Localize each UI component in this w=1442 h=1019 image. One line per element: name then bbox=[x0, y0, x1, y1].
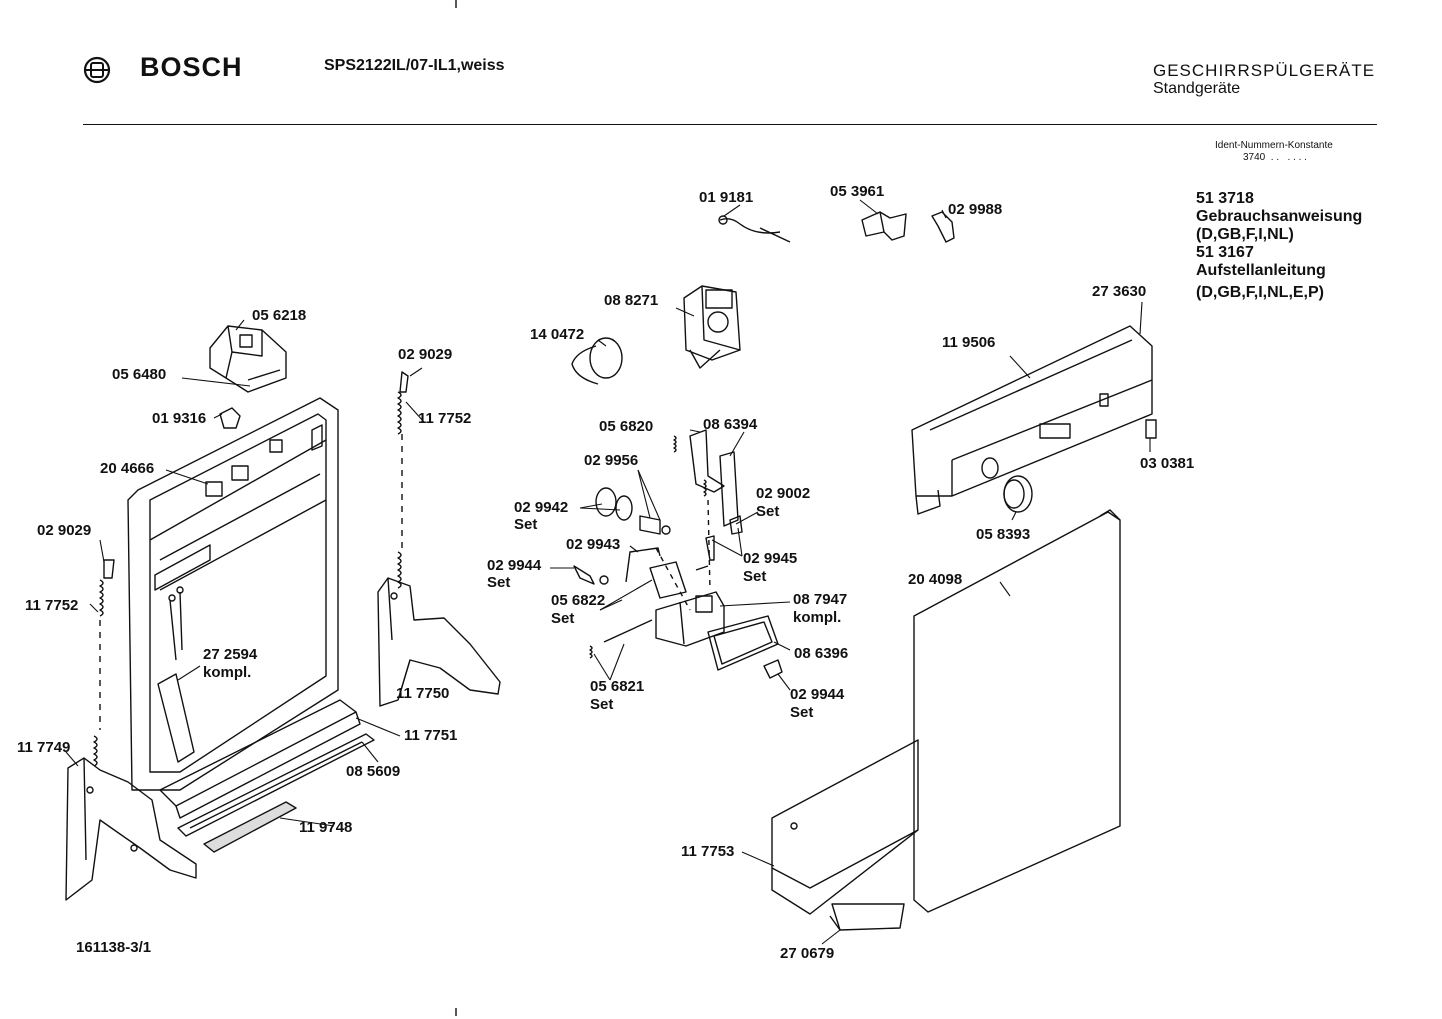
part-label-019316: 01 9316 bbox=[152, 410, 207, 427]
part-label-117752-top: 11 7752 bbox=[418, 410, 472, 427]
spring-right bbox=[397, 371, 409, 589]
ident-value: 3740 . . . . . . bbox=[1243, 152, 1307, 163]
detergent-dispenser-assembly bbox=[573, 429, 783, 679]
category-title: GESCHIRRSPÜLGERÄTE bbox=[1153, 61, 1376, 80]
foot-bracket-part bbox=[829, 903, 905, 931]
model-designation: SPS2122IL/07-IL1,weiss bbox=[324, 57, 505, 74]
doc-install-languages: (D,GB,F,I,NL,E,P) bbox=[1196, 284, 1324, 301]
hinge-bracket-part bbox=[209, 325, 287, 393]
part-label-056821: 05 6821 bbox=[590, 678, 645, 695]
part-label-088271: 08 8271 bbox=[604, 292, 659, 309]
part-label-029988: 02 9988 bbox=[948, 201, 1003, 218]
part-label-272594-suffix: kompl. bbox=[203, 664, 252, 681]
part-label-029029-left: 02 9029 bbox=[37, 522, 92, 539]
part-label-029002: 02 9002 bbox=[756, 485, 811, 502]
foam-strip-part bbox=[203, 801, 297, 853]
part-label-053961: 05 3961 bbox=[830, 183, 885, 200]
part-label-056822: 05 6822 bbox=[551, 592, 606, 609]
cable-harness-part bbox=[157, 586, 195, 763]
part-label-029944-a-suffix: Set bbox=[487, 574, 511, 591]
part-label-117750: 11 7750 bbox=[396, 685, 450, 702]
doc-manual-languages: (D,GB,F,I,NL) bbox=[1196, 226, 1294, 243]
inner-door-frame bbox=[127, 397, 339, 791]
doc-install-title: Aufstellanleitung bbox=[1196, 262, 1326, 279]
doc-manual-number: 51 3718 bbox=[1196, 190, 1254, 207]
spring-left bbox=[93, 559, 115, 767]
doc-install-number: 51 3167 bbox=[1196, 244, 1254, 261]
door-strip-part bbox=[177, 733, 375, 837]
part-label-119748: 11 9748 bbox=[299, 819, 353, 836]
part-label-030381: 03 0381 bbox=[1140, 455, 1195, 472]
part-label-117749: 11 7749 bbox=[17, 739, 71, 756]
drawing-number: 161138-3/1 bbox=[76, 939, 152, 956]
part-label-086394: 08 6394 bbox=[703, 416, 758, 433]
part-label-087947-suffix: kompl. bbox=[793, 609, 842, 626]
ident-label: Ident-Nummern-Konstante bbox=[1215, 140, 1333, 151]
push-button-part bbox=[1145, 419, 1157, 439]
knob-part bbox=[571, 337, 623, 385]
part-label-029944-b: 02 9944 bbox=[790, 686, 845, 703]
part-label-029943: 02 9943 bbox=[566, 536, 621, 553]
part-label-029945: 02 9945 bbox=[743, 550, 798, 567]
part-label-019181: 01 9181 bbox=[699, 189, 754, 206]
subcategory-title: Standgeräte bbox=[1153, 80, 1241, 97]
part-label-029956: 02 9956 bbox=[584, 452, 639, 469]
part-label-029029-top: 02 9029 bbox=[398, 346, 453, 363]
part-label-273630: 27 3630 bbox=[1092, 283, 1147, 300]
hinge-arm-left bbox=[65, 757, 197, 901]
part-label-086396: 08 6396 bbox=[794, 645, 849, 662]
cable-part bbox=[718, 215, 791, 243]
part-label-056820: 05 6820 bbox=[599, 418, 654, 435]
part-label-117753: 11 7753 bbox=[681, 843, 735, 860]
part-label-204666: 20 4666 bbox=[100, 460, 155, 477]
part-label-056218: 05 6218 bbox=[252, 307, 307, 324]
part-label-029945-suffix: Set bbox=[743, 568, 767, 585]
part-label-029944-a: 02 9944 bbox=[487, 557, 542, 574]
leader-lines bbox=[65, 199, 1151, 945]
brand-name: BOSCH bbox=[140, 52, 243, 82]
part-label-056822-suffix: Set bbox=[551, 610, 575, 627]
doc-manual-title: Gebrauchsanweisung bbox=[1196, 208, 1363, 225]
part-label-056821-suffix: Set bbox=[590, 696, 614, 713]
part-label-029944-b-suffix: Set bbox=[790, 704, 814, 721]
part-label-117751: 11 7751 bbox=[404, 727, 458, 744]
latch-part bbox=[931, 211, 955, 243]
part-label-029002-suffix: Set bbox=[756, 503, 780, 520]
clip-part bbox=[219, 407, 241, 429]
part-label-029942: 02 9942 bbox=[514, 499, 569, 516]
part-label-117752-left: 11 7752 bbox=[25, 597, 79, 614]
part-label-085609: 08 5609 bbox=[346, 763, 401, 780]
control-panel-part bbox=[911, 325, 1153, 515]
part-label-204098: 20 4098 bbox=[908, 571, 963, 588]
part-label-272594: 27 2594 bbox=[203, 646, 258, 663]
outer-door-panel bbox=[913, 509, 1121, 913]
part-label-119506: 11 9506 bbox=[942, 334, 996, 351]
part-label-087947: 08 7947 bbox=[793, 591, 848, 608]
bosch-armature-icon bbox=[83, 56, 111, 84]
header-rule bbox=[83, 124, 1377, 125]
part-label-058393: 05 8393 bbox=[976, 526, 1031, 543]
plinth-part bbox=[771, 739, 919, 915]
program-knob-part bbox=[1003, 475, 1033, 513]
part-label-140472: 14 0472 bbox=[530, 326, 585, 343]
part-label-029942-suffix: Set bbox=[514, 516, 538, 533]
brand-logo bbox=[82, 55, 112, 85]
part-label-270679: 27 0679 bbox=[780, 945, 835, 962]
part-label-056480: 05 6480 bbox=[112, 366, 167, 383]
bottom-rail-part bbox=[159, 699, 361, 819]
bracket-part bbox=[861, 211, 907, 241]
timer-unit bbox=[683, 285, 741, 369]
